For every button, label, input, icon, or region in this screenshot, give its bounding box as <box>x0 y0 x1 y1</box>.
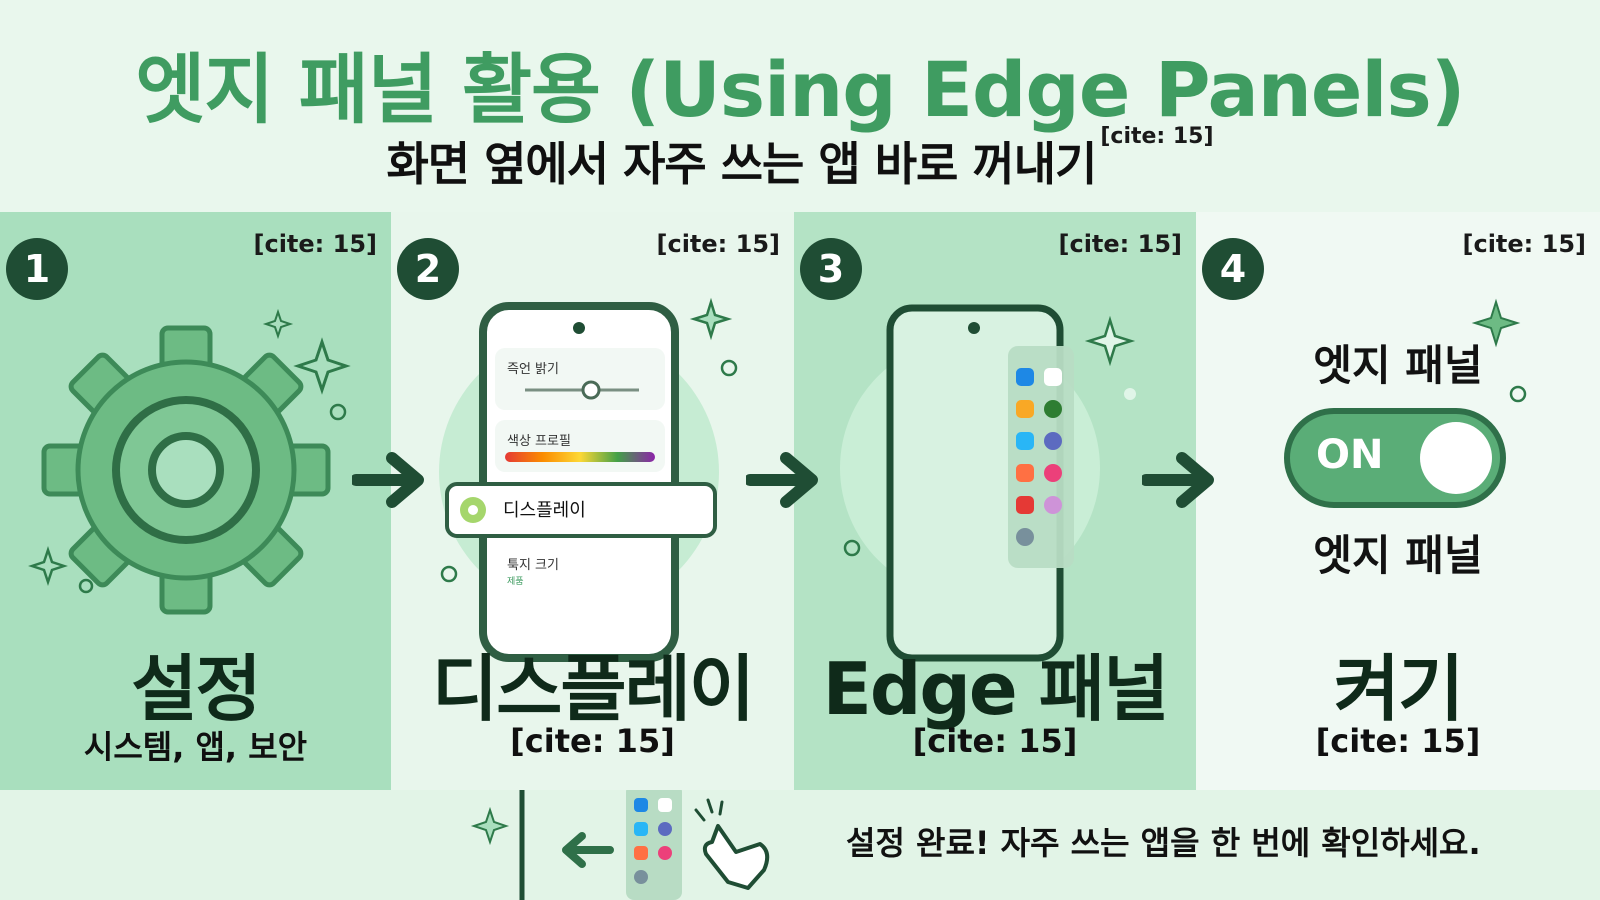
page-title: 엣지 패널 활용 (Using Edge Panels) <box>135 45 1466 134</box>
toggle-knob <box>1420 422 1492 494</box>
step-panel-edge: 3 [cite: 15] Edge 패널 [cite: 15] <box>794 212 1196 790</box>
toggle-on-text: ON <box>1316 432 1384 478</box>
toggle-bottom-label: 엣지 패널 <box>1313 531 1483 580</box>
step-label: 켜기 <box>1333 647 1464 731</box>
phone-row-font-size-sub: 제품 <box>507 577 524 587</box>
step-panel-turn-on: 4 [cite: 15] 엣지 패널 ON 엣지 패널 켜기 [cite: 15… <box>1196 212 1600 790</box>
toggle-top-label: 엣지 패널 <box>1313 341 1483 390</box>
arrow-right-icon <box>746 452 818 508</box>
phone-row-brightness: 즉언 밝기 <box>507 362 559 377</box>
cite-label: [cite: 15] <box>1462 230 1587 258</box>
footer-message: 설정 완료! 자주 쓰는 앱을 한 번에 확인하세요. <box>846 824 1481 862</box>
step-label: 디스플레이 <box>431 647 755 731</box>
step-sublabel: [cite: 15] <box>510 722 675 760</box>
gear-icon <box>28 308 351 615</box>
cite-label: [cite: 15] <box>253 230 378 258</box>
step-label: 설정 <box>131 647 261 731</box>
phone-settings-icon <box>439 297 738 662</box>
step-panel-display: 2 [cite: 15] 즉언 밝기 색상 프로필 디스플레이 툭지 크기 제품 <box>391 212 794 790</box>
page-subtitle: 화면 옆에서 자주 쓰는 앱 바로 꺼내기 <box>386 137 1097 191</box>
arrow-right-icon <box>352 452 424 508</box>
edge-swipe-illustration <box>470 790 770 900</box>
cite-label: [cite: 15] <box>1058 230 1183 258</box>
subtitle-row: 화면 옆에서 자주 쓰는 앱 바로 꺼내기[cite: 15] <box>0 124 1600 194</box>
sparkle-icon <box>1471 298 1527 403</box>
step-sublabel: [cite: 15] <box>1315 722 1481 760</box>
step-number-badge: 3 <box>800 238 862 300</box>
subtitle-cite: [cite: 15] <box>1100 124 1214 149</box>
header: 엣지 패널 활용 (Using Edge Panels) 화면 옆에서 자주 쓰… <box>0 0 1600 212</box>
phone-row-font-size: 툭지 크기 <box>507 558 559 573</box>
phone-row-display-highlight[interactable]: 디스플레이 <box>503 500 586 521</box>
step-sublabel: 시스템, 앱, 보안 <box>83 728 308 766</box>
step-number-badge: 2 <box>397 238 459 300</box>
phone-row-color-profile: 색상 프로필 <box>507 434 571 449</box>
step-number-badge: 1 <box>6 238 68 300</box>
phone-edge-panel-icon <box>840 304 1136 662</box>
step-sublabel: [cite: 15] <box>912 722 1078 760</box>
arrow-right-icon <box>1142 452 1214 508</box>
toggle-icon[interactable]: ON <box>1284 408 1506 508</box>
step-label: Edge 패널 <box>822 647 1170 731</box>
step-panel-settings: 1 [cite: 15] 설정 시스템, 앱, 보안 <box>0 212 391 790</box>
cite-label: [cite: 15] <box>656 230 781 258</box>
footer: 설정 완료! 자주 쓰는 앱을 한 번에 확인하세요. <box>0 790 1600 900</box>
step-number-badge: 4 <box>1202 238 1264 300</box>
